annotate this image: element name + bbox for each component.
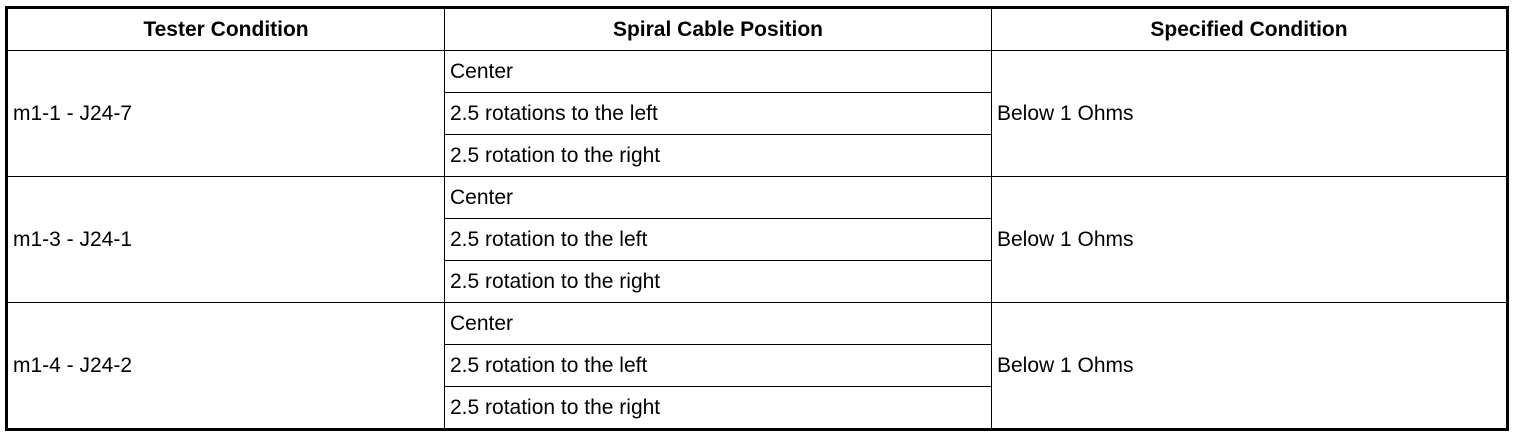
- table-row: 2.5 rotation to the right: [7, 134, 1508, 177]
- position-cell: Center: [444, 50, 992, 93]
- tester-condition-cell: m1-3 - J24-1: [6, 176, 445, 303]
- tester-condition-cell: m1-1 - J24-7: [6, 50, 445, 177]
- spiral-cable-spec-table: Tester Condition Spiral Cable Position S…: [5, 6, 1509, 431]
- specified-condition-cell: Below 1 Ohms: [991, 50, 1508, 177]
- position-cell: 2.5 rotation to the right: [444, 386, 992, 430]
- position-cell: 2.5 rotation to the right: [444, 134, 992, 177]
- table-row: 2.5 rotations to the left: [7, 92, 1508, 135]
- tester-condition-cell: m1-4 - J24-2: [6, 302, 445, 430]
- table-row: 2.5 rotation to the left: [7, 344, 1508, 387]
- position-cell: 2.5 rotations to the left: [444, 92, 992, 135]
- table-row: m1-1 - J24-7 Center Below 1 Ohms: [6, 50, 1508, 177]
- specified-condition-cell: Below 1 Ohms: [991, 176, 1508, 303]
- position-cell: 2.5 rotation to the right: [444, 260, 992, 303]
- header-spiral-cable-position: Spiral Cable Position: [444, 7, 992, 51]
- specified-condition-cell: Below 1 Ohms: [991, 302, 1508, 430]
- position-cell: 2.5 rotation to the left: [444, 344, 992, 387]
- table-header-row: Tester Condition Spiral Cable Position S…: [6, 7, 1508, 51]
- position-cell: Center: [444, 176, 992, 219]
- table-row: 2.5 rotation to the right: [7, 386, 1508, 430]
- position-cell: 2.5 rotation to the left: [444, 218, 992, 261]
- position-cell: Center: [444, 302, 992, 345]
- table-row: m1-3 - J24-1 Center Below 1 Ohms: [6, 176, 1508, 303]
- table-row: m1-4 - J24-2 Center Below 1 Ohms: [6, 302, 1508, 430]
- header-specified-condition: Specified Condition: [991, 7, 1508, 51]
- header-tester-condition: Tester Condition: [6, 7, 445, 51]
- spec-table-container: Tester Condition Spiral Cable Position S…: [5, 6, 1509, 431]
- table-row: 2.5 rotation to the right: [7, 260, 1508, 303]
